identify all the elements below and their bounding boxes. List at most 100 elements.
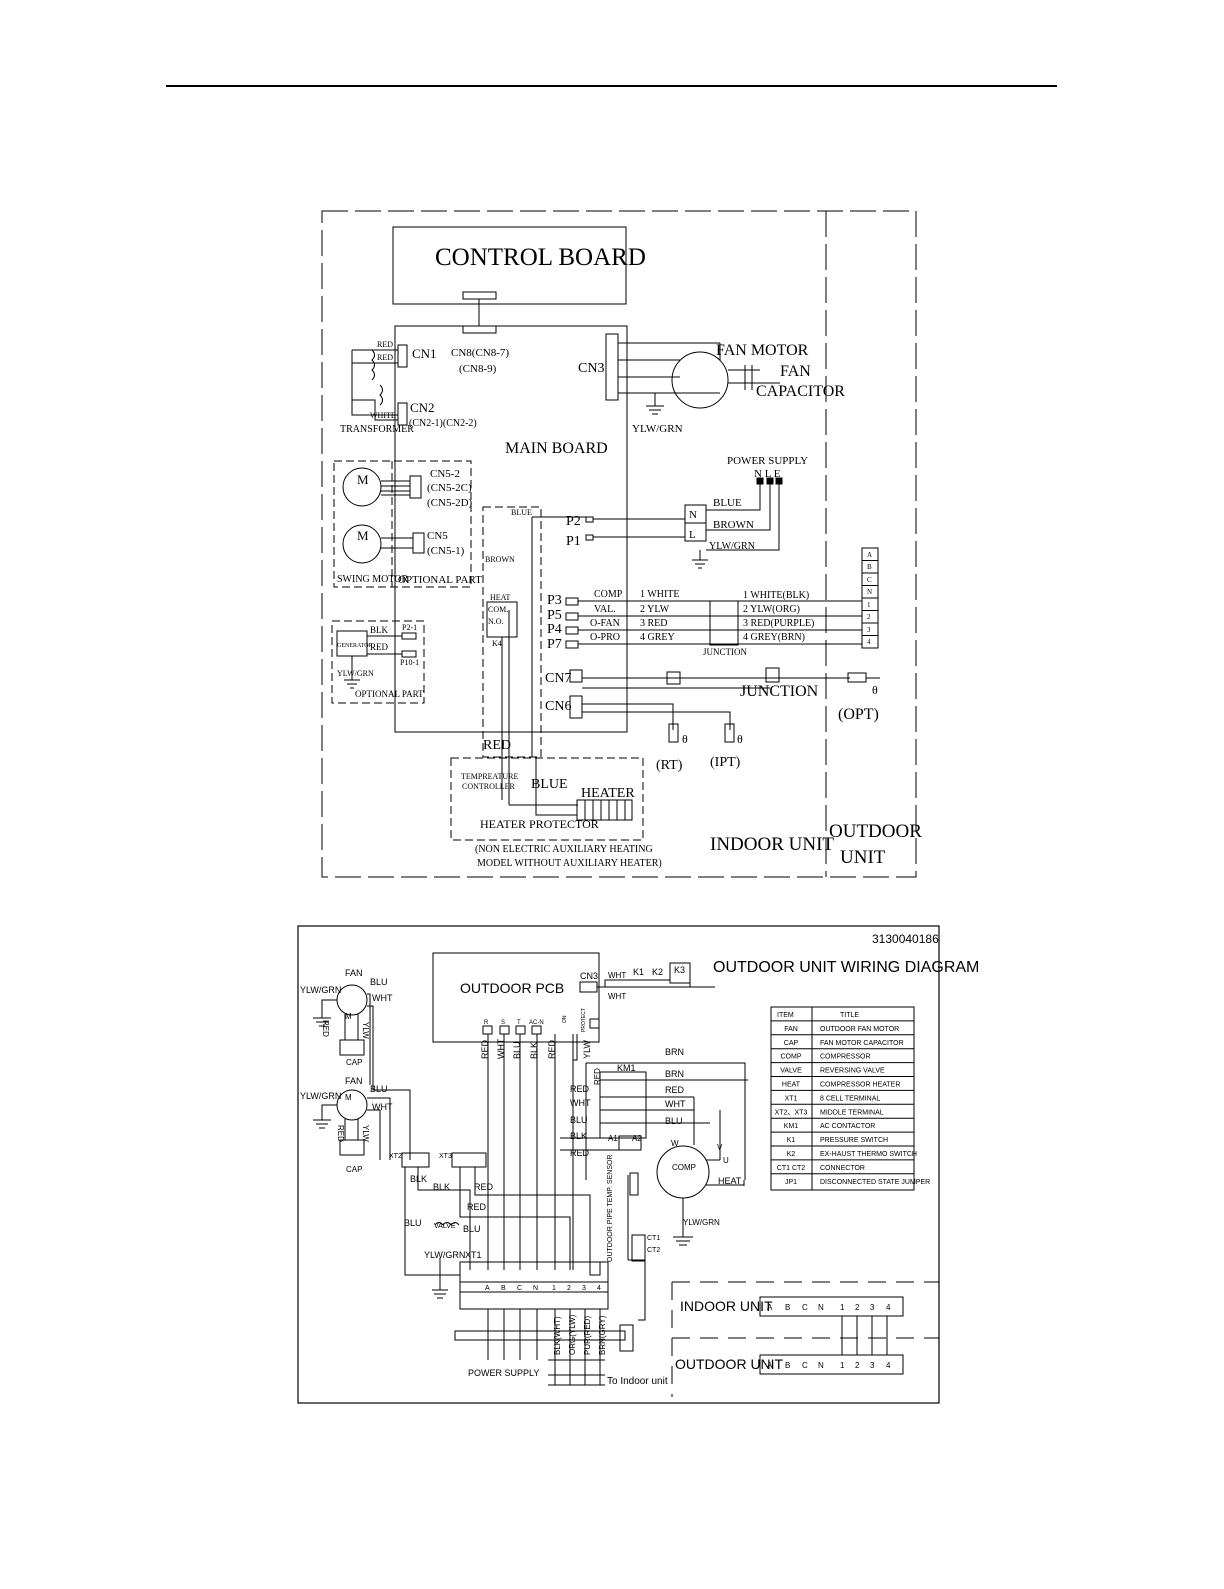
wire-brown-ps: BROWN	[713, 519, 754, 531]
xt1-term-b: B	[501, 1285, 506, 1292]
legend-item: CAP	[784, 1040, 799, 1047]
pcb-on-label: ON	[562, 1015, 568, 1023]
port-wire-3: 3 RED	[640, 618, 668, 629]
km-red: RED	[593, 1068, 602, 1085]
outdoor-unit-label-2: UNIT	[840, 847, 886, 868]
k4-label: K4	[492, 639, 502, 648]
legend-item: K1	[787, 1137, 796, 1144]
indoor-strip-letter: 3	[870, 1303, 875, 1312]
control-board-box	[392, 226, 627, 305]
to-indoor-wire-1: BLK(WHT)	[553, 1316, 562, 1355]
legend-item: XT2、XT3	[775, 1109, 808, 1116]
heat-label: HEAT	[490, 593, 511, 602]
motor-m-2: M	[357, 528, 369, 543]
legend-item: VALVE	[780, 1068, 802, 1075]
xt2-label: XT2	[389, 1153, 402, 1160]
generator-ground-label: YLW/GRN	[337, 669, 374, 678]
legend-item: COMP	[781, 1054, 802, 1061]
wire-blue-ps: BLUE	[713, 497, 742, 509]
vwire-blu: BLU	[512, 1041, 522, 1059]
cn3-connector	[605, 333, 619, 401]
comp-ground-label: YLW/GRN	[683, 1218, 720, 1227]
heater-label: HEATER	[581, 786, 635, 801]
xt1-term-c: C	[517, 1285, 522, 1292]
k3-relay	[669, 962, 691, 984]
wire-red-1: RED	[377, 340, 393, 349]
cn6-label: CN6	[545, 699, 571, 714]
wire-red-bottom: RED	[483, 738, 511, 753]
comp-u: U	[723, 1156, 729, 1165]
wire-blk-2: BLK	[433, 1182, 450, 1192]
vwire-red-2: RED	[547, 1039, 557, 1059]
transformer-coil	[371, 349, 383, 406]
k3-label: K3	[674, 965, 685, 975]
wire-ylwgrn-ps: YLW/GRN	[709, 541, 755, 552]
km-right-red: RED	[665, 1085, 685, 1095]
km-right-wht: WHT	[665, 1099, 686, 1109]
fan2-ylw: YLW	[361, 1125, 370, 1142]
legend-title: AC CONTACTOR	[820, 1123, 875, 1130]
indoor-strip-letter: N	[818, 1303, 824, 1312]
ct1-label: CT1	[647, 1235, 660, 1242]
xt1-term-1: 1	[552, 1285, 556, 1292]
a1-label: A1	[608, 1134, 618, 1143]
fan2-wht: WHT	[372, 1102, 393, 1112]
terminal-a: A	[867, 551, 872, 559]
indoor-wiring-diagram	[321, 210, 917, 878]
wire-red-b: RED	[467, 1202, 487, 1212]
junction-small-label: JUNCTION	[703, 647, 747, 657]
indoor-strip-letter: 4	[886, 1303, 891, 1312]
cn3-label: CN3	[578, 361, 604, 376]
fan1-ylw: YLW	[361, 1022, 370, 1039]
swing-motor-label: SWING MOTOR	[337, 574, 409, 585]
cn1-connector	[397, 344, 408, 368]
terminal-n: N	[867, 588, 872, 596]
cn5-connector	[412, 532, 425, 554]
legend-item: CT1 CT2	[777, 1165, 806, 1172]
fan2-label: FAN	[345, 1076, 363, 1086]
transformer-label: TRANSFORMER	[340, 424, 414, 435]
to-indoor-wire-2: ORG(YLW)	[568, 1314, 577, 1355]
fan-motor-1	[336, 984, 368, 1016]
cn5-2-label: CN5-2	[430, 468, 460, 480]
theta-2: θ	[682, 732, 688, 746]
km-right-blu: BLU	[665, 1116, 683, 1126]
fan1-ylwgrn: YLW/GRN	[300, 985, 341, 995]
optional-part-label-1: OPTIONAL PART	[398, 574, 482, 586]
out-wire-2: 2 YLW(ORG)	[743, 604, 800, 615]
indoor-strip-letter: 1	[840, 1303, 845, 1312]
p1-label: P1	[566, 534, 581, 549]
fan2-m: M	[345, 1093, 352, 1102]
legend-title: EX-HAUST THERMO SWITCH	[820, 1151, 917, 1158]
outdoor-strip-letter: N	[818, 1361, 824, 1370]
port-wire-1: 1 WHITE	[640, 589, 680, 600]
km1-contactor	[599, 1071, 647, 1139]
comp-w: W	[671, 1139, 679, 1148]
control-board-label: CONTROL BOARD	[435, 244, 646, 271]
wire-red-a: RED	[474, 1182, 494, 1192]
ipt-sensor	[724, 723, 735, 743]
fan1-label: FAN	[345, 968, 363, 978]
port-fn-ofan: O-FAN	[590, 618, 620, 629]
legend-item: K2	[787, 1151, 796, 1158]
swing-motor-region	[333, 460, 472, 588]
p7-label: P7	[547, 637, 562, 652]
drawing-code: 3130040186	[872, 932, 939, 946]
legend-item: JP1	[785, 1179, 797, 1186]
pcb-protect-label: PROTECT	[581, 1008, 587, 1032]
cn5-2c-label: (CN5-2C)	[427, 482, 472, 494]
p5-label: P5	[547, 608, 562, 623]
nle-label: N L E	[754, 468, 781, 480]
opt-label: (OPT)	[838, 706, 879, 723]
generator-region	[331, 620, 425, 704]
xt1-term-3: 3	[582, 1285, 586, 1292]
km-wire-blu: BLU	[570, 1115, 588, 1125]
cap1-label: CAP	[346, 1058, 362, 1067]
temp-controller-label-1: TEMPREATURE	[461, 772, 518, 781]
terminal-4: 4	[867, 638, 871, 646]
fan2-ylwgrn: YLW/GRN	[300, 1091, 341, 1101]
indoor-frame	[321, 210, 917, 878]
legend-title: OUTDOOR FAN MOTOR	[820, 1026, 899, 1033]
fan2-blu: BLU	[370, 1084, 388, 1094]
